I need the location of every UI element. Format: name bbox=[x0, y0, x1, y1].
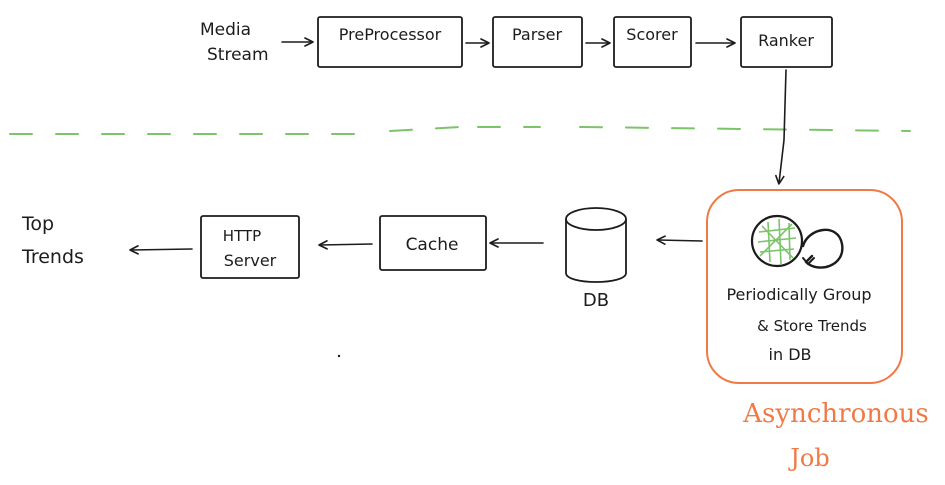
db-label: DB bbox=[583, 290, 609, 311]
http-server-node: HTTP Server bbox=[200, 215, 300, 279]
parser-box bbox=[492, 16, 583, 68]
async-tag-line1: Asynchronous bbox=[742, 399, 928, 429]
arrow-cache-to-http bbox=[318, 240, 373, 250]
media-stream-label: Media Stream bbox=[200, 20, 269, 65]
job-desc-line1: Periodically Group bbox=[726, 285, 871, 304]
cache-box bbox=[379, 215, 487, 271]
ranker-label: Ranker bbox=[758, 31, 814, 50]
arrow-http-to-output bbox=[129, 245, 193, 255]
media-stream-line2: Stream bbox=[207, 45, 269, 65]
ranker-node: Ranker bbox=[740, 16, 833, 68]
db-node: DB bbox=[565, 207, 627, 311]
async-tag-line2: Job bbox=[787, 444, 829, 472]
top-trends-line1: Top bbox=[21, 213, 54, 235]
media-stream-line1: Media bbox=[200, 20, 251, 40]
stray-ink-dot bbox=[337, 354, 341, 358]
clustering-icon bbox=[750, 214, 844, 269]
parser-node: Parser bbox=[492, 16, 583, 68]
top-trends-line2: Trends bbox=[21, 246, 84, 268]
http-server-line2: Server bbox=[224, 251, 277, 270]
async-job-box bbox=[706, 189, 903, 384]
parser-label: Parser bbox=[512, 25, 562, 44]
ranker-box bbox=[740, 16, 833, 68]
preprocessor-node: PreProcessor bbox=[317, 16, 463, 68]
scorer-node: Scorer bbox=[613, 16, 692, 68]
arrow-ranker-to-job bbox=[775, 69, 787, 185]
http-server-box bbox=[200, 215, 300, 279]
scorer-label: Scorer bbox=[626, 25, 678, 44]
top-trends-label: Top Trends bbox=[21, 213, 84, 268]
preprocessor-label: PreProcessor bbox=[339, 25, 442, 44]
cache-node: Cache bbox=[379, 215, 487, 271]
arrow-job-to-db bbox=[656, 235, 703, 245]
scorer-box bbox=[613, 16, 692, 68]
db-cylinder-top bbox=[565, 207, 627, 231]
db-cylinder-body bbox=[565, 219, 627, 283]
job-desc-line2: & Store Trends bbox=[757, 317, 867, 335]
async-job-tag: Asynchronous Job bbox=[742, 399, 928, 472]
cache-label: Cache bbox=[406, 235, 459, 255]
job-desc-line3: in DB bbox=[769, 345, 812, 364]
http-server-line1: HTTP bbox=[223, 227, 261, 245]
sync-async-divider bbox=[9, 126, 911, 135]
preprocessor-box bbox=[317, 16, 463, 68]
async-job-node: Periodically Group & Store Trends in DB bbox=[706, 189, 903, 384]
